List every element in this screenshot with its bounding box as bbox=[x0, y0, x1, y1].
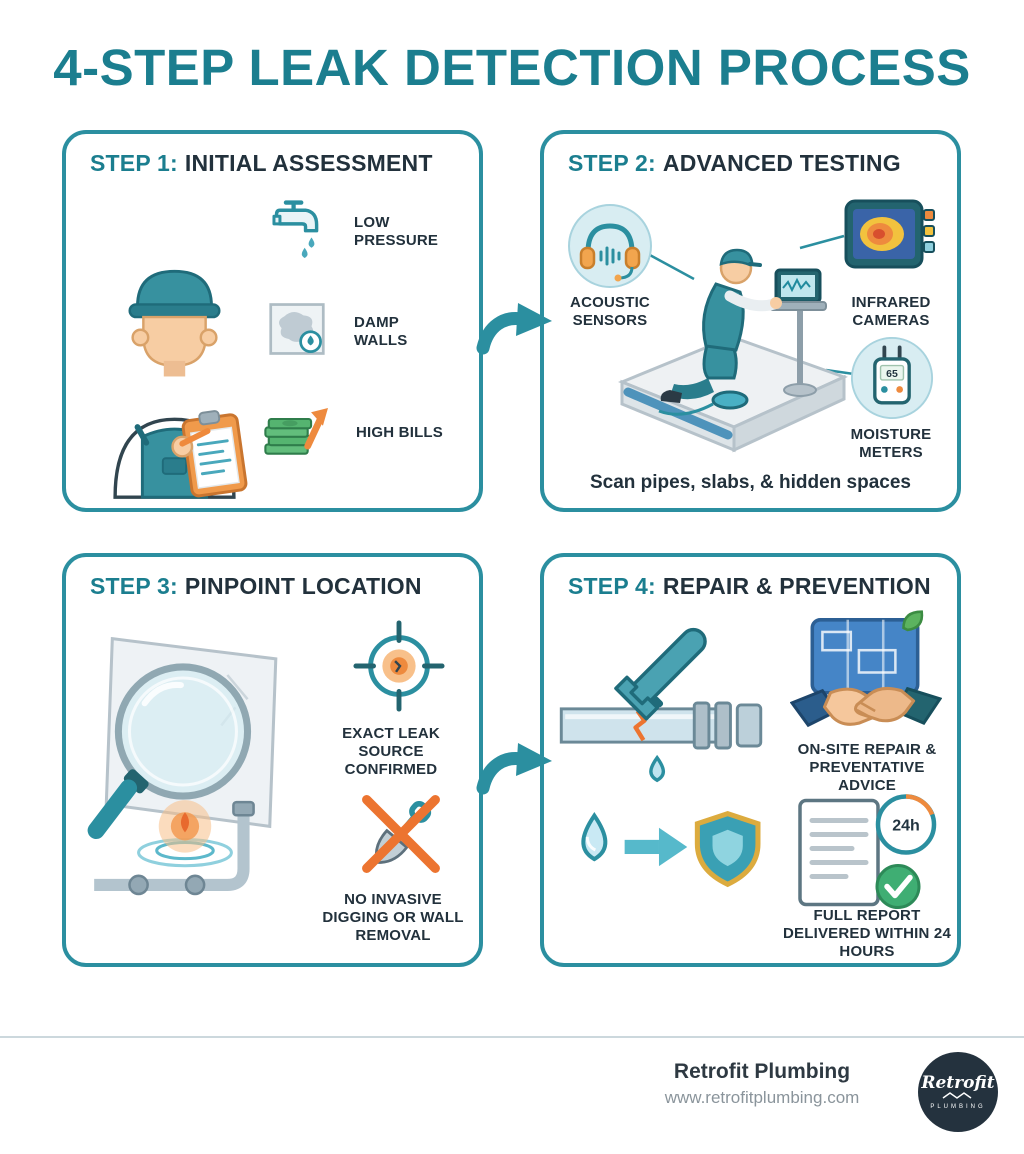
step-1-label: STEP 1: bbox=[90, 150, 178, 176]
step-4-label: STEP 4: bbox=[568, 573, 656, 599]
page-title: 4-STEP LEAK DETECTION PROCESS bbox=[53, 39, 971, 96]
damp-wall-icon bbox=[268, 300, 326, 363]
symptom-label: HIGH BILLS bbox=[356, 423, 443, 441]
step-3-label: STEP 3: bbox=[90, 573, 178, 599]
result-label: EXACT LEAK SOURCE CONFIRMED bbox=[342, 725, 440, 778]
tool-label: INFRARED CAMERAS bbox=[851, 294, 931, 329]
logo-sub-text: PLUMBING bbox=[930, 1103, 986, 1110]
logo-script-text: Retrofit bbox=[921, 1072, 995, 1093]
high-bills-icon bbox=[262, 402, 328, 463]
step-3-heading: STEP 3:PINPOINT LOCATION bbox=[90, 573, 465, 600]
step-2-panel: STEP 2:ADVANCED TESTING bbox=[540, 130, 961, 512]
wrench-pipe-illustration bbox=[556, 615, 768, 791]
faucet-drip-icon bbox=[268, 198, 326, 265]
step-4-panel: STEP 4:REPAIR & PREVENTION bbox=[540, 553, 961, 967]
step-2-heading: STEP 2:ADVANCED TESTING bbox=[568, 150, 943, 177]
drop-to-shield-icon bbox=[560, 807, 762, 899]
no-digging-icon bbox=[350, 783, 452, 885]
footer-text-block: Retrofit Plumbing www.retrofitplumbing.c… bbox=[612, 1060, 912, 1108]
symptom-label: DAMP WALLS bbox=[354, 313, 408, 349]
acoustic-sensor-icon bbox=[568, 204, 652, 288]
step-1-name: INITIAL ASSESSMENT bbox=[184, 150, 433, 176]
symptom-row: DAMP WALLS bbox=[268, 300, 454, 363]
tool-label: MOISTURE METERS bbox=[850, 426, 932, 461]
step-2-label: STEP 2: bbox=[568, 150, 656, 176]
technician-scan-illustration bbox=[612, 190, 852, 464]
svg-text:65: 65 bbox=[886, 368, 898, 380]
report-24h-icon: 24h bbox=[792, 783, 942, 921]
flow-arrow-icon bbox=[476, 734, 556, 796]
svg-text:24h: 24h bbox=[892, 818, 920, 835]
step-1-heading: STEP 1:INITIAL ASSESSMENT bbox=[90, 150, 465, 177]
step-3-panel: STEP 3:PINPOINT LOCATION bbox=[62, 553, 483, 967]
symptom-row: HIGH BILLS bbox=[262, 402, 456, 463]
plumber-illustration bbox=[82, 252, 267, 499]
retrofit-logo-badge: Retrofit PLUMBING bbox=[918, 1052, 998, 1132]
logo-zigzag-icon bbox=[942, 1091, 972, 1099]
infrared-camera-icon bbox=[844, 198, 936, 272]
brand-name: Retrofit Plumbing bbox=[673, 1060, 851, 1083]
symptom-label: LOW PRESSURE bbox=[354, 213, 439, 249]
crosshair-target-icon bbox=[352, 619, 446, 713]
step-1-panel: STEP 1:INITIAL ASSESSMENT bbox=[62, 130, 483, 512]
magnifier-leak-illustration bbox=[76, 613, 298, 959]
tool-label: ACOUSTIC SENSORS bbox=[570, 294, 650, 329]
step-3-name: PINPOINT LOCATION bbox=[184, 573, 422, 599]
step-4-heading: STEP 4:REPAIR & PREVENTION bbox=[568, 573, 943, 600]
step-4-name: REPAIR & PREVENTION bbox=[662, 573, 931, 599]
flow-arrow-icon bbox=[476, 294, 556, 356]
step-2-caption: Scan pipes, slabs, & hidden spaces bbox=[589, 472, 911, 493]
website-url: www.retrofitplumbing.com bbox=[664, 1088, 860, 1107]
footer-divider bbox=[0, 1036, 1024, 1038]
step-2-name: ADVANCED TESTING bbox=[662, 150, 901, 176]
result-label: NO INVASIVE DIGGING OR WALL REMOVAL bbox=[322, 891, 464, 944]
symptom-row: LOW PRESSURE bbox=[268, 198, 454, 265]
benefit-label: ON-SITE REPAIR & PREVENTATIVE ADVICE bbox=[797, 741, 937, 794]
benefit-label: FULL REPORT DELIVERED WITHIN 24 HOURS bbox=[783, 907, 951, 960]
moisture-meter-icon: 65 bbox=[850, 336, 934, 420]
handshake-blueprint-icon bbox=[789, 609, 943, 737]
